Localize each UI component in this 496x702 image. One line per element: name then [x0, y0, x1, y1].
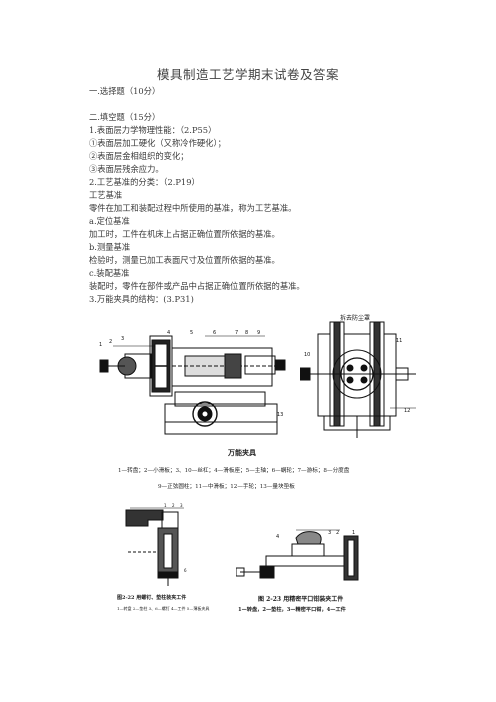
- fixture-drawing-front: 1 2 3 4 5 6 7 8 9 13: [99, 330, 286, 435]
- text-line: 2.工艺基准的分类：（2.P19）: [89, 177, 200, 187]
- fixture-drawing-side: 拆去防尘罩 10 11 12: [300, 314, 416, 438]
- svg-text:1: 1: [99, 342, 102, 348]
- figure2-caption: 图2-22 用螺钉、垫柱装夹工件: [117, 595, 187, 601]
- svg-text:3: 3: [328, 530, 331, 536]
- text-line: 1.表面层力学物理性能：（2.P55）: [89, 125, 217, 135]
- figure1-caption: 万能夹具: [228, 448, 256, 457]
- svg-text:8: 8: [245, 330, 248, 336]
- svg-text:2: 2: [336, 530, 339, 536]
- text-line: 3.万能夹具的结构：(3.P31): [89, 294, 194, 304]
- svg-text:1: 1: [352, 530, 355, 536]
- text-line: b.测量基准: [89, 242, 131, 252]
- figure2-legend: 1—转盘 2—垫柱 3、6—螺钉 4—工件 5—薄板夹具: [117, 606, 210, 611]
- text-line: 加工时，工件在机床上占据正确位置所依据的基准。: [89, 229, 280, 239]
- text-line: c.装配基准: [89, 268, 130, 278]
- text-line: a.定位基准: [89, 216, 130, 226]
- svg-text:2: 2: [109, 339, 112, 345]
- svg-text:1: 1: [164, 503, 167, 508]
- text-line: 装配时，零件在部件或产品中占据正确位置所依据的基准。: [89, 281, 305, 291]
- text-line: 零件在加工和装配过程中所使用的基准，称为工艺基准。: [89, 203, 297, 213]
- text-line: ②表面层金相组织的变化；: [89, 151, 189, 161]
- svg-text:5: 5: [190, 330, 193, 336]
- svg-text:10: 10: [304, 352, 310, 358]
- svg-text:3: 3: [180, 503, 183, 508]
- figure3-caption: 图 2-23 用精密平口钳装夹工件: [258, 596, 344, 603]
- text-line: 工艺基准: [89, 190, 123, 200]
- text-line: ①表面层加工硬化（又称冷作硬化）；: [89, 138, 226, 148]
- svg-text:4: 4: [276, 534, 279, 540]
- svg-text:4: 4: [167, 330, 170, 336]
- figure1-legend-1: 1—转盘；2—小滑板；3、10—丝杠；4—滑板座；5—主轴；6—蜗轮；7—游标；…: [118, 468, 350, 474]
- svg-text:13: 13: [277, 412, 283, 418]
- svg-text:9: 9: [257, 330, 260, 336]
- svg-text:3: 3: [121, 336, 124, 342]
- svg-text:7: 7: [235, 330, 238, 336]
- text-line: 检验时，测量已加工表面尺寸及位置所依据的基准。: [89, 255, 280, 265]
- svg-text:6: 6: [184, 568, 187, 573]
- figure3-legend: 1—转盘，2—垫柱，3—精密平口钳，4—工件: [238, 607, 346, 613]
- svg-text:12: 12: [404, 408, 410, 414]
- figure1-legend-2: 9—正弦圆柱；11—中滑板；12—手轮；13—量块垫板: [158, 484, 295, 490]
- svg-text:6: 6: [213, 330, 216, 336]
- page-title: 模具制造工艺学期末试卷及答案: [156, 67, 339, 82]
- svg-text:11: 11: [396, 338, 402, 344]
- section-heading-fill: 二.填空题（15分）: [89, 112, 161, 122]
- corner-note: 拆去防尘罩: [340, 314, 370, 322]
- section-heading-choice: 一.选择题（10分）: [89, 86, 161, 96]
- text-line: ③表面层残余应力。: [89, 164, 164, 174]
- svg-text:2: 2: [172, 503, 175, 508]
